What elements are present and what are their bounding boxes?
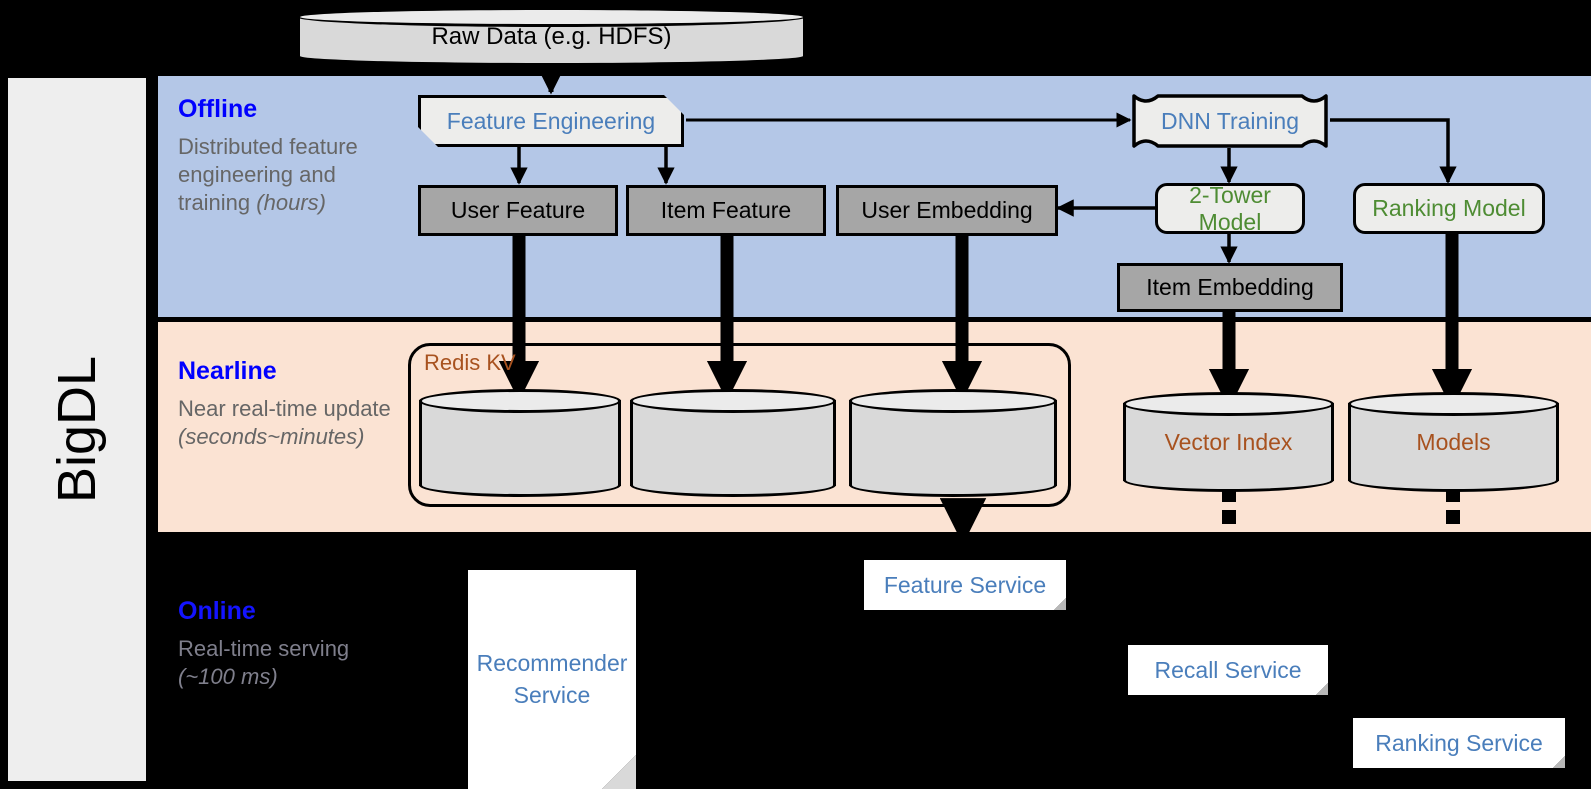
nearline-subtitle-emphasis: (seconds~minutes)	[178, 423, 365, 449]
redis-kv-container	[408, 343, 1071, 507]
cylinder-body	[1348, 403, 1559, 481]
cylinder-body	[419, 400, 621, 486]
offline-section-header: Offline Distributed feature engineering …	[178, 95, 408, 217]
cylinder-body	[1123, 403, 1334, 481]
redis-cylinder-item-feature	[630, 389, 836, 497]
offline-subtitle-text: Distributed feature engineering and trai…	[178, 133, 358, 215]
cylinder-top	[1123, 392, 1334, 416]
feature-engineering-box[interactable]: Feature Engineering	[418, 95, 684, 147]
two-tower-model-box[interactable]: 2-Tower Model	[1155, 182, 1305, 235]
feature-service-card[interactable]: Feature Service	[864, 560, 1066, 610]
cylinder-top	[630, 389, 836, 413]
recommender-service-card[interactable]: Recommender Service	[468, 570, 636, 789]
offline-subtitle: Distributed feature engineering and trai…	[178, 133, 408, 217]
redis-kv-label: Redis KV	[424, 350, 516, 375]
nearline-subtitle: Near real-time update (seconds~minutes)	[178, 395, 408, 451]
raw-data-cylinder: Raw Data (e.g. HDFS)	[297, 7, 806, 66]
cylinder-top	[297, 7, 806, 27]
redis-cylinder-user-embedding	[849, 389, 1057, 497]
dnn-training-label: DNN Training	[1160, 107, 1300, 134]
ranking-service-card[interactable]: Ranking Service	[1353, 718, 1565, 768]
redis-cylinder-user-feature	[419, 389, 621, 497]
item-feature-box[interactable]: Item Feature	[626, 185, 826, 236]
nearline-subtitle-text: Near real-time update	[178, 395, 391, 421]
user-feature-box[interactable]: User Feature	[418, 185, 618, 236]
dnn-training-box[interactable]: DNN Training	[1132, 94, 1328, 148]
cylinder-top	[849, 389, 1057, 413]
online-title: Online	[178, 597, 256, 625]
nearline-section-header: Nearline Near real-time update (seconds~…	[178, 357, 408, 451]
vector-index-label: Vector Index	[1164, 428, 1293, 455]
models-cylinder: Models	[1348, 392, 1559, 492]
online-subtitle: Real-time serving (~100 ms)	[178, 635, 408, 691]
cylinder-top	[1348, 392, 1559, 416]
vector-index-cylinder: Vector Index	[1123, 392, 1334, 492]
online-section-header: Online Real-time serving (~100 ms)	[178, 597, 408, 691]
offline-title: Offline	[178, 95, 258, 123]
ranking-model-box[interactable]: Ranking Model	[1353, 183, 1545, 234]
offline-subtitle-emphasis: (hours)	[256, 189, 326, 215]
recall-service-card[interactable]: Recall Service	[1128, 645, 1328, 695]
user-embedding-box[interactable]: User Embedding	[836, 185, 1058, 236]
cylinder-top	[419, 389, 621, 413]
bigdl-label: BigDL	[47, 355, 107, 504]
online-subtitle-emphasis: (~100 ms)	[178, 663, 278, 689]
item-embedding-box[interactable]: Item Embedding	[1117, 263, 1343, 312]
models-label: Models	[1416, 428, 1491, 455]
cylinder-body	[849, 400, 1057, 486]
nearline-title: Nearline	[178, 357, 277, 385]
bigdl-framework-rail: BigDL	[8, 78, 146, 781]
raw-data-label: Raw Data (e.g. HDFS)	[431, 22, 672, 50]
cylinder-body	[630, 400, 836, 486]
online-subtitle-text: Real-time serving	[178, 635, 350, 661]
